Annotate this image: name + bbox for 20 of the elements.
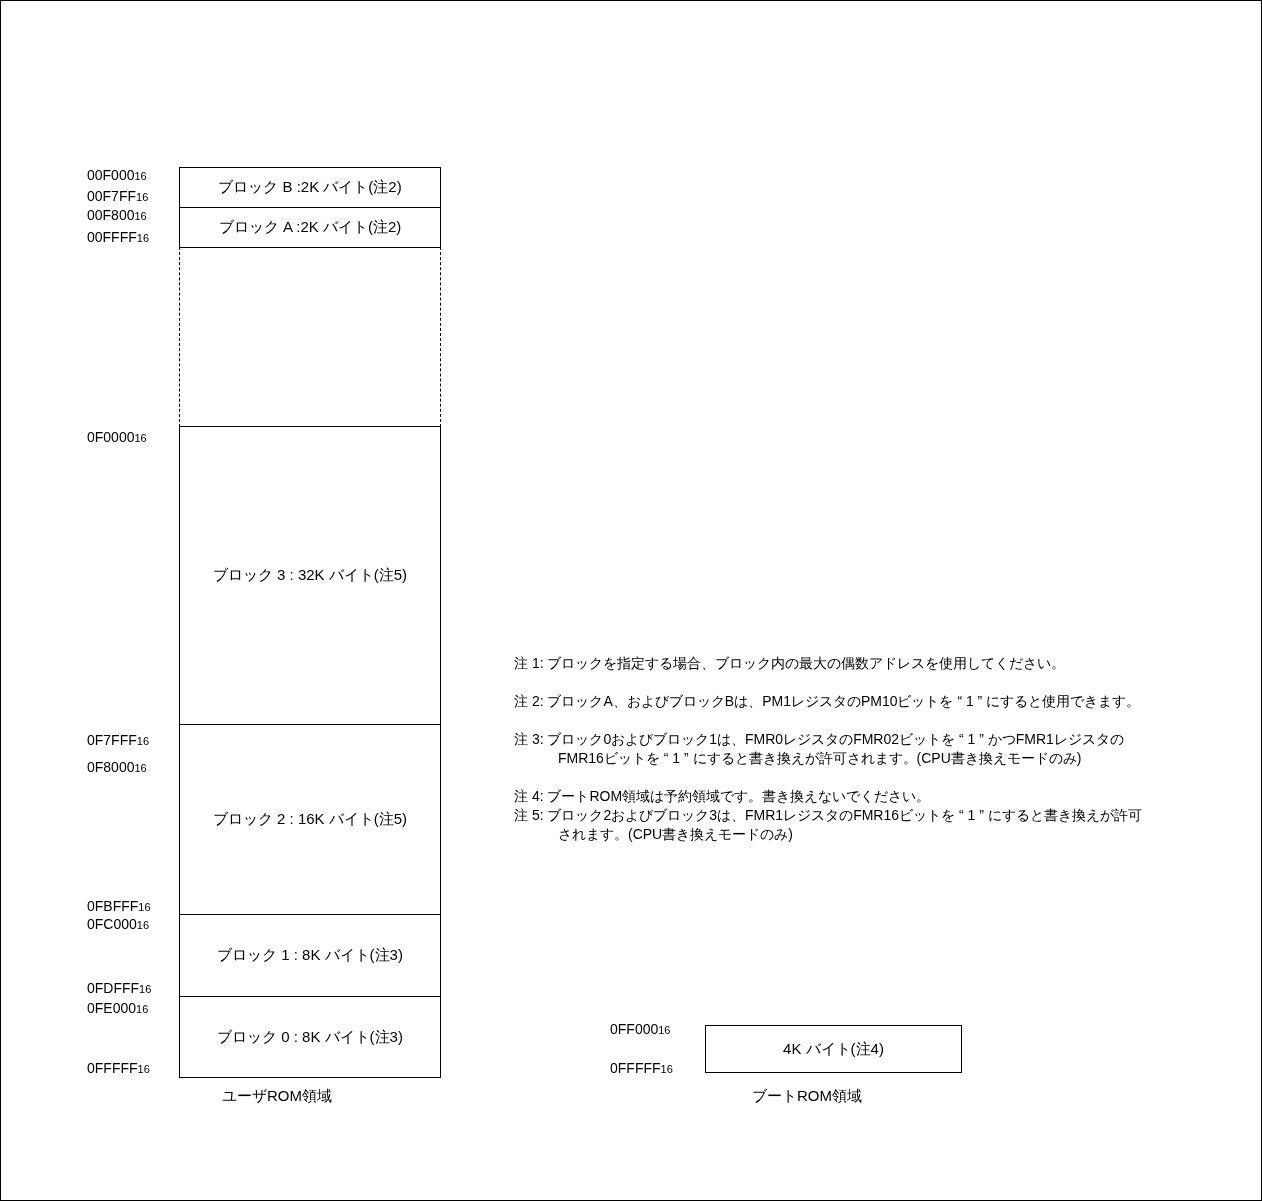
note-text: 注 2: ブロックA、およびブロックBは、PM1レジスタのPM10ビットを “ 1 ” にすると使用できます。 (514, 692, 1142, 711)
note-text: 注 5: ブロック2およびブロック3は、FMR1レジスタのFMR16ビットを “ 1 ” にすると書き換えが許可されます。(CPU書き換えモードのみ) (514, 806, 1143, 844)
note-text: 注 3: ブロック0およびブロック1は、FMR0レジスタのFMR02ビットを “ 1 ” かつFMR1レジスタのFMR16ビットを “ 1 ” にすると書き換えが許可されます。(CPU書き換えモードのみ) (514, 730, 1125, 768)
block-label: ブロック 2 : 16K バイト(注5) (212, 810, 408, 829)
area-caption: ブートROM領域 (752, 1088, 862, 1104)
note-text: 注 4: ブートROM領域は予約領域です。書き換えないでください。 (514, 787, 932, 806)
block-label: ブロック A :2K バイト(注2) (218, 218, 402, 237)
block-label: ブロック 0 : 8K バイト(注3) (217, 1027, 403, 1047)
block-label: ブロック 3 : 32K バイト(注5) (212, 566, 408, 585)
note-text: 注 1: ブロックを指定する場合、ブロック内の最大の偶数アドレスを使用してください。 (514, 654, 1067, 673)
memory-block (179, 426, 441, 725)
memory-block (179, 914, 441, 997)
block-label: ブロック 1 : 8K バイト(注3) (217, 946, 403, 965)
block-label: ブロック B :2K バイト(注2) (218, 178, 402, 197)
memory-block (705, 1025, 962, 1073)
memory-block (179, 996, 441, 1078)
block-label: 4K バイト(注4) (783, 1039, 884, 1059)
memory-block (179, 724, 441, 915)
memory-block (179, 207, 441, 248)
memory-block (179, 167, 441, 208)
